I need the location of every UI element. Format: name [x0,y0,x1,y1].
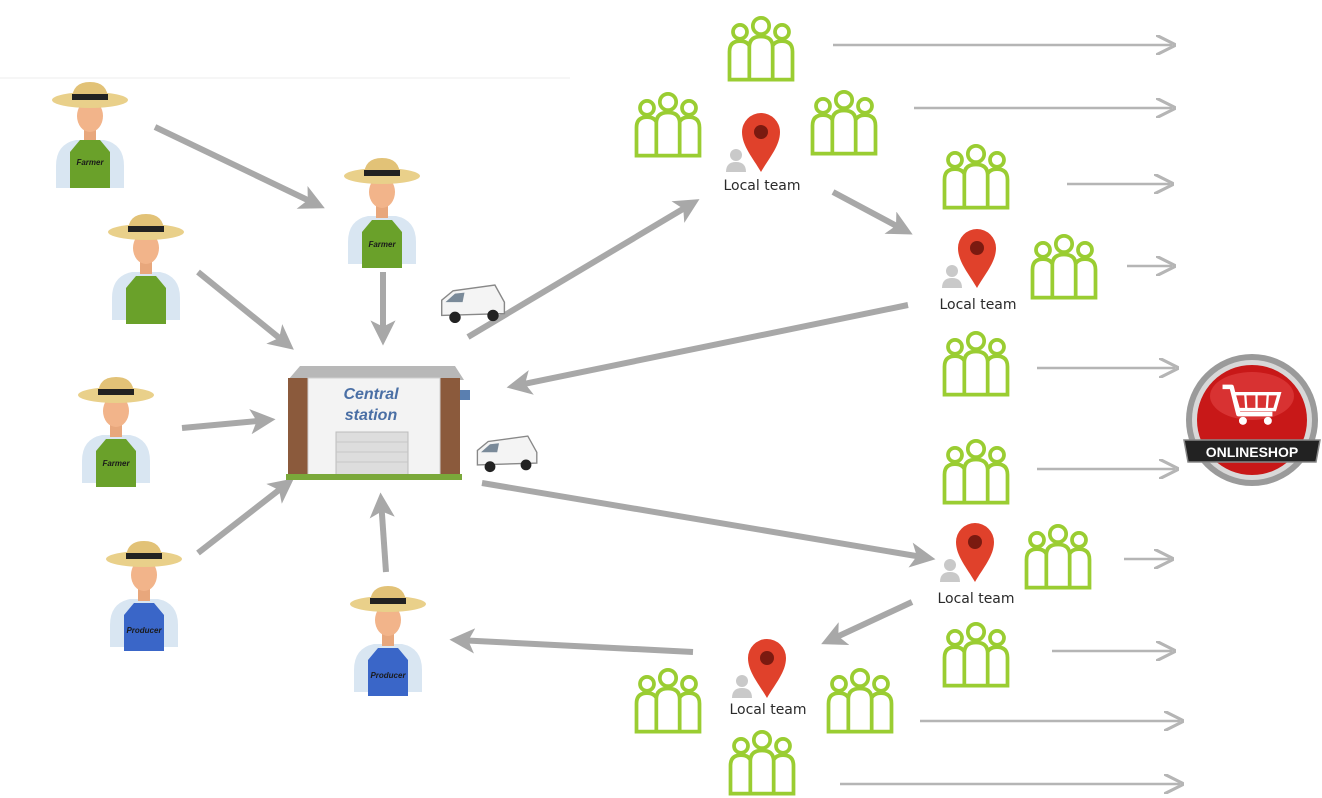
local-team-3: Local team [937,523,1015,607]
arrow-localteam3-to-localteam4 [821,599,914,645]
map-pin-icon [726,113,780,172]
people-group-icon [810,89,878,156]
people-group-icon [1024,523,1092,590]
people-group-icon [634,91,702,158]
online-shop: ONLINESHOP [1183,354,1321,486]
farmer-node-3 [108,214,184,324]
arrow-station-to-localteam3 [481,480,936,568]
apron-label: Producer [370,671,406,680]
farmer-node-4: Farmer [78,377,154,487]
local-team-1: Local team [723,113,801,194]
local-team-label: Local team [729,702,806,718]
local-team-label: Local team [939,297,1016,313]
apron-label: Producer [126,626,162,635]
local-team-2: Local team [939,229,1017,313]
people-group-icon [942,621,1010,688]
producer-node-1: Producer [106,541,182,651]
arrow-producer1-to-station [196,478,294,556]
arrow-localteam1-to-localteam2 [831,189,913,235]
people-group-icon [727,15,795,82]
local-team-label: Local team [937,591,1014,607]
arrow-localteam2-to-station [506,302,909,395]
arrow-producer2-to-station [369,492,395,573]
flow-arrows [153,124,936,655]
map-pin-icon [942,229,996,288]
local-team-label: Local team [723,178,800,194]
farmer-node-2: Farmer [344,158,420,268]
arrow-localteam4-to-producer2 [449,628,694,655]
arrow-farmer4-to-station [181,409,276,435]
people-group-icon [728,729,796,796]
customer-arrows [833,45,1180,784]
local-team-4: Local team [729,639,807,718]
delivery-van-icon [440,284,506,324]
apron-label: Farmer [76,158,104,167]
map-pin-icon [732,639,786,698]
station-label-line1: Central [343,386,399,403]
people-group-icon [634,667,702,734]
people-group-icon [942,330,1010,397]
map-pin-icon [940,523,994,582]
farmer-node-1: Farmer [52,82,128,188]
people-group-icon [1030,233,1098,300]
people-group-icon [826,667,894,734]
producer-node-2: Producer [350,586,426,696]
arrow-farmer1-to-farmer2 [153,124,325,209]
arrow-station-to-localteam1 [466,199,700,340]
station-label-line2: station [345,407,398,424]
customer-groups [634,15,1098,796]
apron-label: Farmer [102,459,130,468]
delivery-van-icon [476,435,538,473]
online-shop-label: ONLINESHOP [1206,444,1299,460]
people-group-icon [942,143,1010,210]
arrow-farmer3-to-station [196,269,294,350]
apron-label: Farmer [368,240,396,249]
central-station: Central station [286,366,470,480]
people-group-icon [942,438,1010,505]
